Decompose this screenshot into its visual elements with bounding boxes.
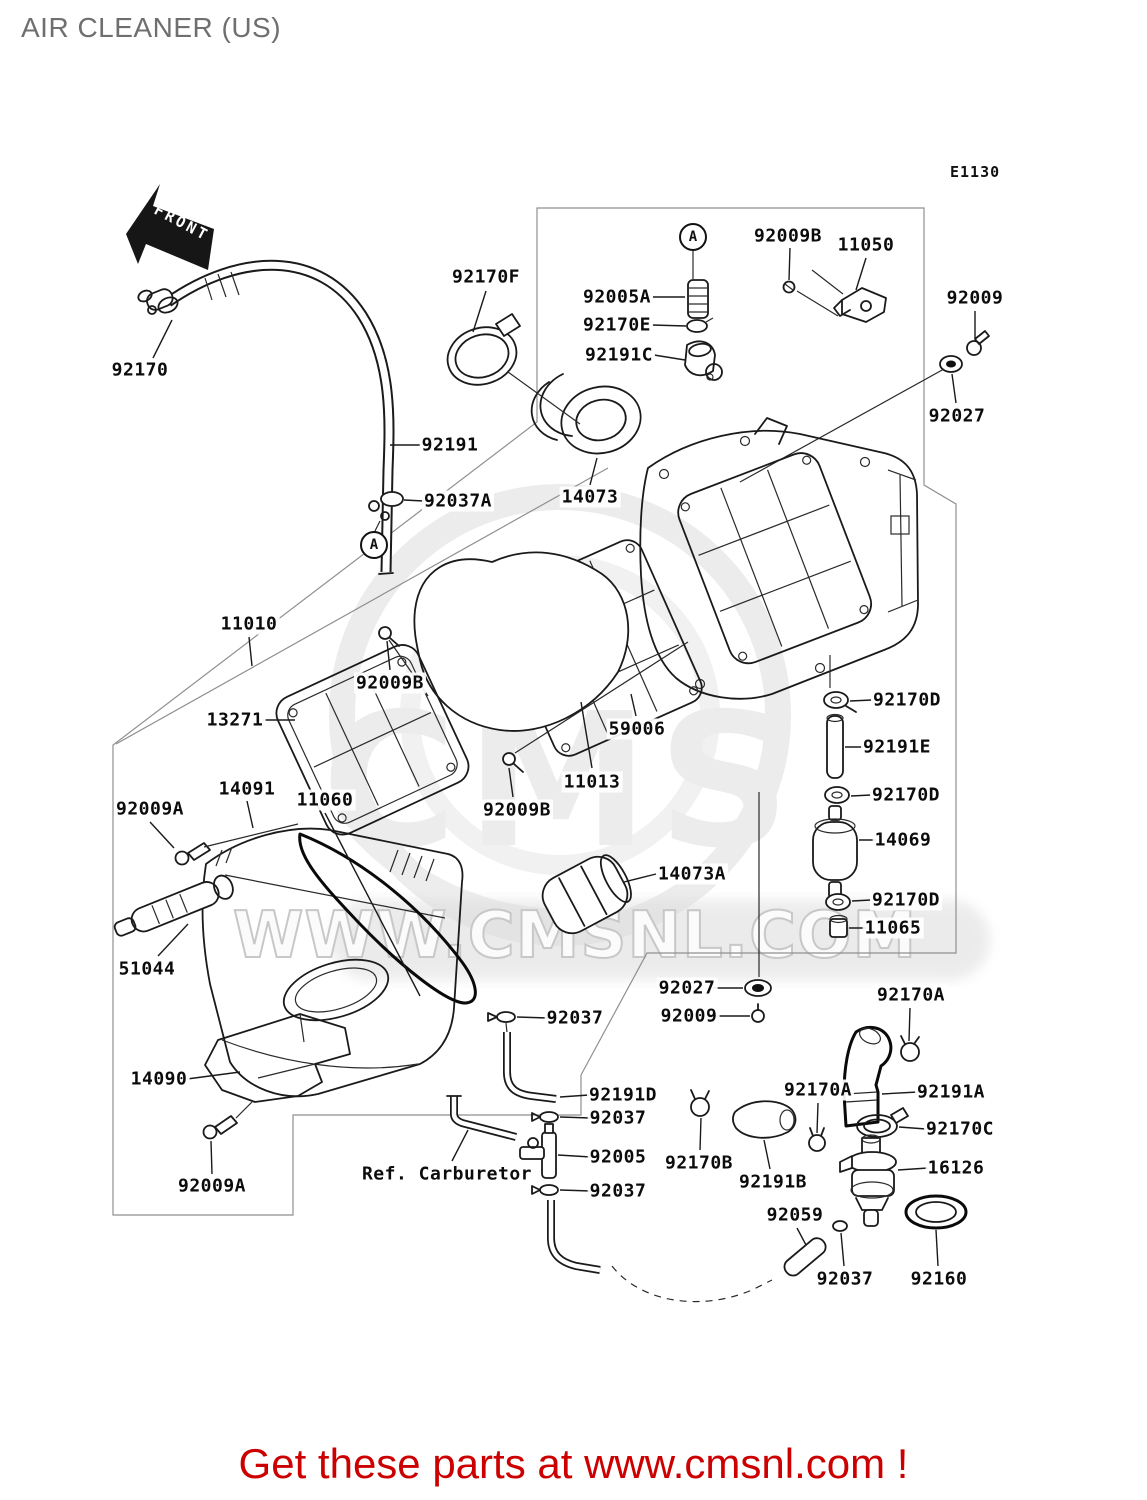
part-label-92009B: 92009B [480, 799, 554, 821]
drain-column [812, 655, 858, 938]
part-label-92009B: 92009B [751, 225, 825, 247]
bracket-14090 [204, 1013, 351, 1103]
part-label-Ref-Carburetor: Ref. Carburetor [359, 1163, 535, 1185]
part-label-59006: 59006 [606, 718, 668, 740]
bracket-11050 [782, 269, 887, 323]
part-label-92009: 92009 [944, 287, 1006, 309]
breather-hose [137, 259, 404, 575]
part-label-92170D: 92170D [869, 784, 943, 806]
hose-92191D-lower [547, 1200, 773, 1303]
part-label-14090: 14090 [128, 1068, 190, 1090]
part-label-92191E: 92191E [860, 736, 934, 758]
hose-92191D [503, 1032, 559, 1123]
part-label-92005A: 92005A [580, 286, 654, 308]
grommet-92027-top [739, 355, 963, 483]
part-label-14073A: 14073A [655, 863, 729, 885]
ring-92160 [904, 1194, 968, 1230]
part-label-92027: 92027 [926, 405, 988, 427]
air-box-housing [639, 417, 919, 977]
part-label-92037: 92037 [814, 1268, 876, 1290]
part-label-92027: 92027 [656, 977, 718, 999]
clip-92170B [690, 1089, 710, 1117]
clip-92037A [368, 491, 404, 521]
part-label-92170: 92170 [109, 359, 171, 381]
hose-clamp-92170 [137, 289, 179, 315]
part-label-11065: 11065 [862, 917, 924, 939]
footer-text[interactable]: Get these parts at www.cmsnl.com ! [238, 1440, 909, 1487]
tube-92059 [783, 1237, 827, 1277]
screw-92009-top [966, 330, 990, 356]
intake-duct-14073 [530, 373, 642, 455]
screw-92009A-lower [202, 1101, 253, 1140]
page-title: AIR CLEANER (US) [21, 12, 282, 43]
leader-lines [149, 247, 976, 1267]
part-label-92037A: 92037A [421, 490, 495, 512]
part-label-92037: 92037 [587, 1180, 649, 1202]
elbow-92191C [684, 340, 723, 381]
part-label-11013: 11013 [561, 771, 623, 793]
part-label-92191C: 92191C [582, 344, 656, 366]
part-label-92170B: 92170B [662, 1152, 736, 1174]
part-label-92170A: 92170A [781, 1079, 855, 1101]
detail-marker-A: A [360, 531, 388, 559]
part-label-14069: 14069 [872, 829, 934, 851]
ref-carburetor-pipe [446, 1095, 518, 1141]
part-label-92170E: 92170E [580, 314, 654, 336]
filter-cover-13271 [275, 644, 470, 836]
part-label-92037: 92037 [544, 1007, 606, 1029]
part-label-11060: 11060 [294, 789, 356, 811]
part-label-92191D: 92191D [586, 1084, 660, 1106]
screw-92009B-low [502, 641, 689, 773]
duct-14073A [541, 854, 632, 935]
part-label-92191B: 92191B [736, 1171, 810, 1193]
part-label-92170F: 92170F [449, 266, 523, 288]
part-label-92059: 92059 [764, 1204, 826, 1226]
t-fitting-92005 [519, 1123, 559, 1196]
part-label-92170C: 92170C [923, 1118, 997, 1140]
hose-92191A [842, 1025, 920, 1128]
hose-clamp-92170F [446, 313, 581, 425]
clamp-92170C [856, 1107, 909, 1138]
part-label-92037: 92037 [587, 1107, 649, 1129]
diagram-code: E1130 [950, 163, 1001, 181]
part-label-51044: 51044 [116, 958, 178, 980]
part-label-92009A: 92009A [113, 798, 187, 820]
air-box-mesh [677, 452, 873, 665]
part-label-92009B: 92009B [353, 672, 427, 694]
front-arrow: FRONT [126, 184, 214, 270]
part-label-92191: 92191 [419, 434, 481, 456]
valve-16126 [832, 1134, 897, 1232]
part-label-92160: 92160 [908, 1268, 970, 1290]
hose-92191B [731, 1100, 826, 1152]
housing-14091 [201, 827, 464, 1098]
part-label-14091: 14091 [216, 778, 278, 800]
screw-92009-mid [751, 1003, 765, 1023]
clip-92170E [686, 317, 714, 333]
part-label-92005: 92005 [587, 1146, 649, 1168]
part-label-11010: 11010 [218, 613, 280, 635]
part-label-11050: 11050 [835, 234, 897, 256]
drain-51044 [113, 874, 234, 937]
part-label-92170D: 92170D [870, 689, 944, 711]
detail-marker-A: A [679, 223, 707, 251]
part-label-92170A: 92170A [874, 984, 948, 1006]
part-label-16126: 16126 [925, 1157, 987, 1179]
part-label-14073: 14073 [559, 486, 621, 508]
part-label-92009: 92009 [658, 1005, 720, 1027]
grommet-92027-mid [744, 979, 772, 997]
screw-92009A-upper [174, 823, 299, 866]
part-label-92009A: 92009A [175, 1175, 249, 1197]
part-label-92170D: 92170D [869, 889, 943, 911]
spring-92005A [687, 249, 709, 319]
part-label-92191A: 92191A [914, 1081, 988, 1103]
footer-banner: Get these parts at www.cmsnl.com ! [0, 1440, 1147, 1488]
part-label-13271: 13271 [204, 709, 266, 731]
gasket-11060 [298, 832, 477, 1005]
